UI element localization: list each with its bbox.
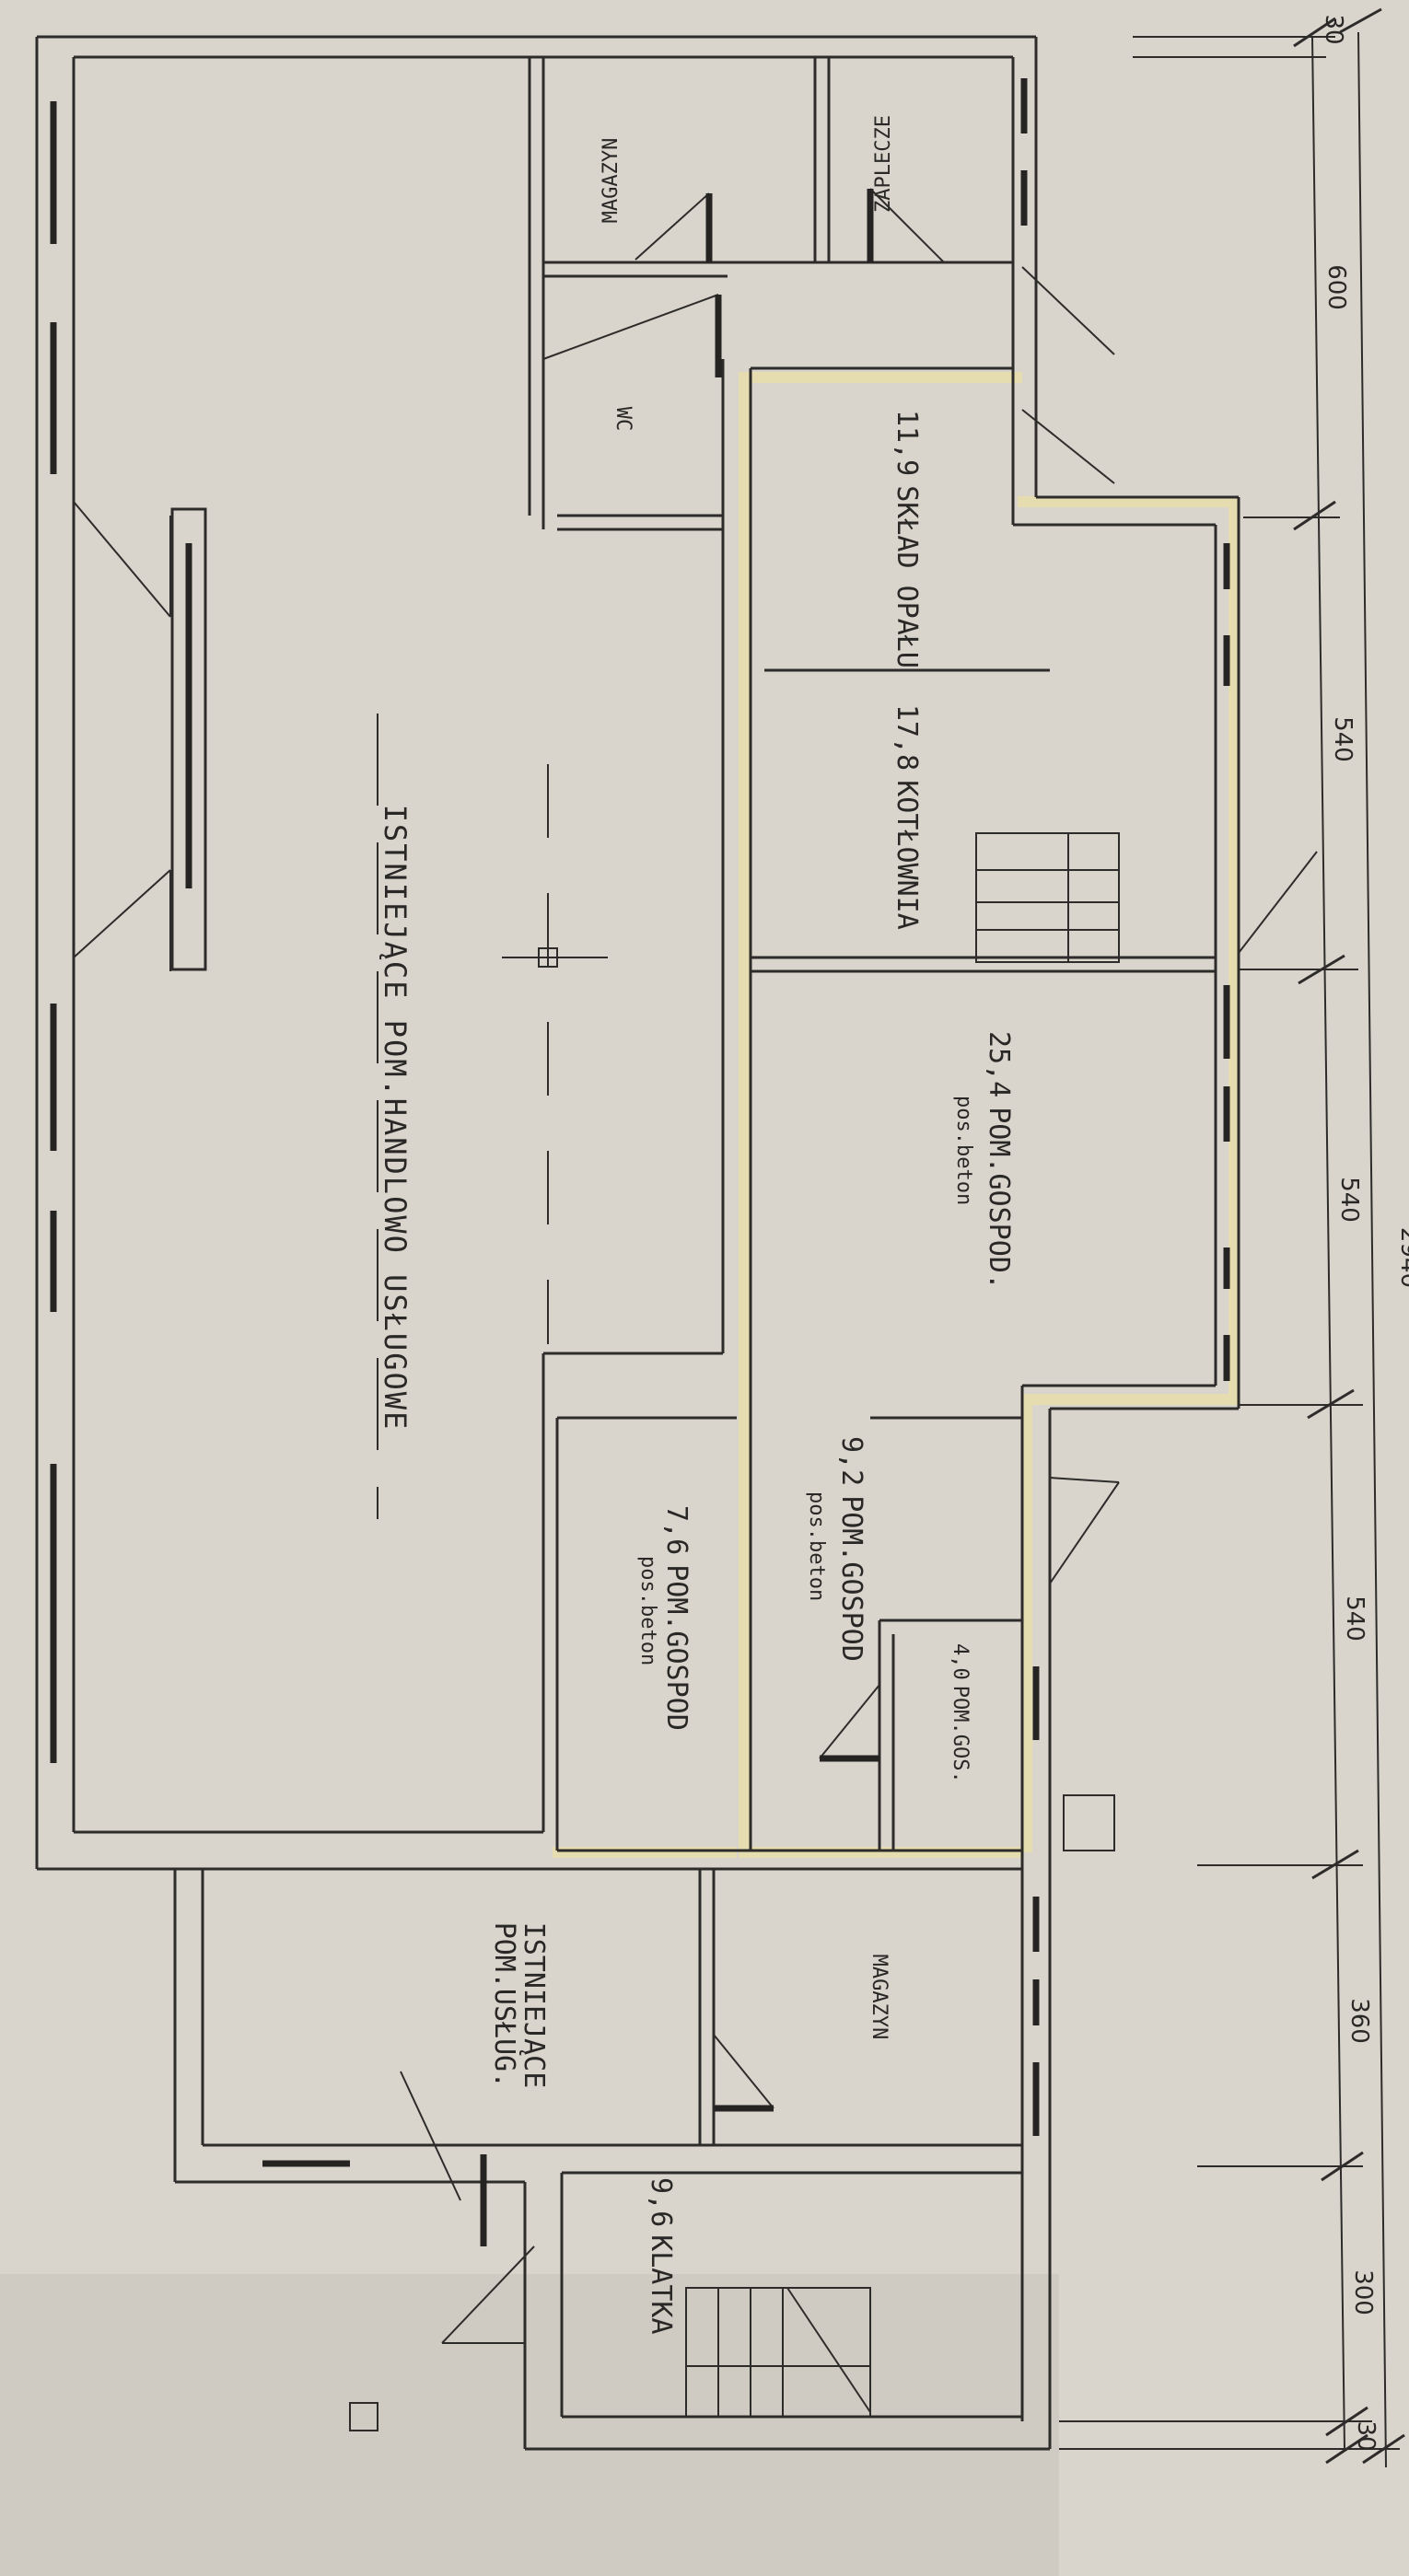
highlighted-walls [553,372,1240,1858]
dim-300: 300 [1349,2269,1377,2315]
gospod1-area: 25,4 [983,1031,1015,1097]
uslug-line2: POM.USŁUG. [488,1922,520,2089]
stairs [685,832,1120,2418]
klatka-name: KLATKA [645,2234,677,2334]
windows [50,78,1230,2167]
dim-bottom: 30 [1352,2420,1380,2451]
gospod3-name: POM.GOSPOD [835,1495,868,1662]
magazyn-top-label: MAGAZYN [600,138,623,224]
magazyn-bottom-label: MAGAZYN [868,1955,891,2040]
gospod2-name: POM.GOSPOD [660,1564,693,1731]
dim-360: 360 [1345,1998,1373,2044]
interior-walls [74,57,1216,2175]
dimension-lines [1059,7,1405,2468]
kotlownia-area: 17,8 [891,704,923,771]
gos4-name: POM.GOS. [949,1686,972,1783]
gos4-area: 4,0 [949,1643,972,1680]
klatka-label: 9,6KLATKA [645,2177,677,2335]
gospod1-floor: pos.beton [952,1096,975,1205]
dim-top: 30 [1320,14,1347,44]
gospod2-area: 7,6 [660,1505,693,1555]
gospod3-floor: pos.beton [805,1491,828,1601]
gospod1-label: 25,4POM.GOSPOD. [983,1031,1015,1290]
sklad-name: SKŁAD OPAŁU [891,485,923,668]
kotlownia-label: 17,8KOTŁOWNIA [891,704,923,930]
gospod3-area: 9,2 [835,1436,868,1486]
shadow-band [0,2274,1059,2576]
sklad-label: 11,9SKŁAD OPAŁU [891,410,923,668]
dim-600: 600 [1322,264,1350,310]
dim-540-3: 540 [1341,1595,1368,1642]
dim-total: 2940 [1395,1227,1409,1288]
gospod1-name: POM.GOSPOD. [983,1107,1015,1290]
kotlownia-name: KOTŁOWNIA [891,780,923,930]
column-marker [349,2402,378,2431]
gospod2-label: 7,6POM.GOSPOD [660,1505,693,1731]
gospod3-label: 9,2POM.GOSPOD [835,1436,868,1662]
uslug-line1: ISTNIEJĄCE [518,1922,550,2089]
gos4-label: 4,0POM.GOS. [949,1643,972,1783]
dim-540-1: 540 [1329,716,1357,762]
outer-walls [35,35,1240,2451]
dim-540-2: 540 [1335,1177,1363,1223]
wc-label: WC [611,407,635,432]
gospod2-floor: pos.beton [636,1556,659,1665]
zaplecze-label: ZAPLECZE [872,115,895,213]
center-axis [377,714,608,1519]
sklad-area: 11,9 [891,410,923,476]
door-swings [73,188,1318,2344]
main-hall-label: ISTNIEJĄCE POM.HANDLOWO USŁUGOWE [378,805,413,1432]
klatka-area: 9,6 [645,2177,677,2227]
